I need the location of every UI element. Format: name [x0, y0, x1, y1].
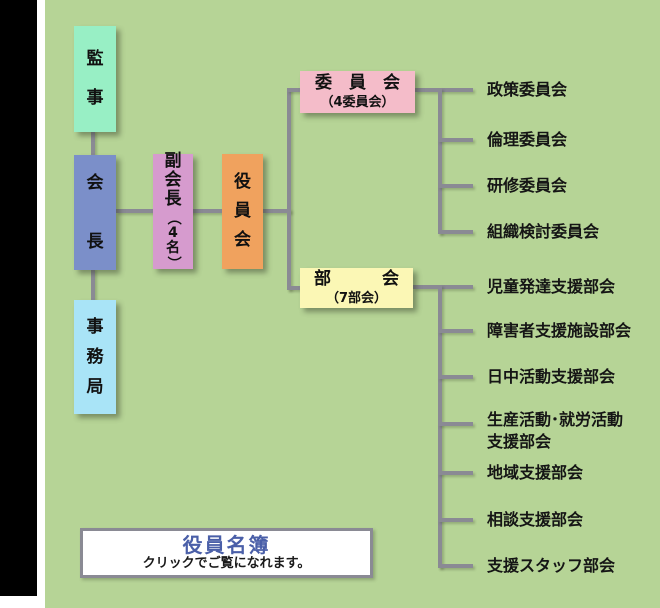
division-item: 地域支援部会 — [487, 463, 584, 482]
division-stub-1 — [438, 329, 473, 333]
division-item: 生産活動･就労活動支援部会 — [487, 410, 624, 451]
box-president: 会長 — [74, 155, 116, 270]
committee-item: 政策委員会 — [487, 80, 568, 99]
roster-button[interactable]: 役員名簿 クリックでご覧になれます。 — [80, 528, 373, 578]
division-stub-5 — [438, 518, 473, 522]
division-item: 障害者支援施設部会 — [487, 321, 632, 340]
roster-button-title: 役員名簿 — [182, 533, 271, 558]
connector-auditor-president — [91, 130, 95, 157]
committee-item: 倫理委員会 — [487, 130, 568, 149]
division-trunk — [438, 285, 442, 568]
box-secretariat-label: 事務局 — [86, 316, 104, 397]
box-board: 役員会 — [222, 154, 263, 269]
committee-trunk — [438, 88, 442, 234]
connector-president-secretariat — [91, 268, 95, 302]
box-auditor-label: 監事 — [86, 49, 104, 108]
divisions-box: 部 会 （7部会） — [300, 268, 413, 308]
divisions-count: （7部会） — [325, 290, 388, 306]
committee-stub-1 — [438, 138, 473, 142]
branch-to-committees — [287, 88, 300, 92]
left-dark-bar — [0, 0, 37, 596]
committee-item: 研修委員会 — [487, 176, 568, 195]
divisions-title: 部 会 — [314, 269, 399, 289]
box-board-label: 役員会 — [234, 172, 251, 250]
branch-to-divisions — [287, 286, 300, 290]
committee-stub-0 — [415, 88, 473, 92]
box-secretariat: 事務局 — [74, 300, 116, 414]
committees-title: 委 員 会 — [315, 73, 400, 93]
division-item: 支援スタッフ部会 — [487, 556, 616, 575]
committee-stub-2 — [438, 184, 473, 188]
division-item: 相談支援部会 — [487, 510, 584, 529]
box-auditor: 監事 — [74, 26, 116, 132]
division-item: 日中活動支援部会 — [487, 367, 616, 386]
committee-stub-3 — [438, 230, 473, 234]
division-stub-2 — [438, 375, 473, 379]
committees-count: （4委員会） — [320, 94, 395, 110]
division-stub-4 — [438, 471, 473, 475]
committees-box: 委 員 会 （4委員会） — [300, 71, 415, 113]
division-stub-0 — [413, 285, 473, 289]
box-vice-president-label: 副会長 — [164, 151, 182, 209]
box-president-label: 会長 — [86, 172, 104, 252]
branch-trunk — [287, 88, 291, 290]
division-stub-3 — [438, 422, 473, 426]
division-item: 児童発達支援部会 — [487, 277, 616, 296]
division-stub-6 — [438, 564, 473, 568]
committee-item: 組織検討委員会 — [487, 222, 600, 241]
roster-button-subtitle: クリックでご覧になれます。 — [142, 556, 311, 572]
connector-board-branch — [263, 209, 291, 213]
